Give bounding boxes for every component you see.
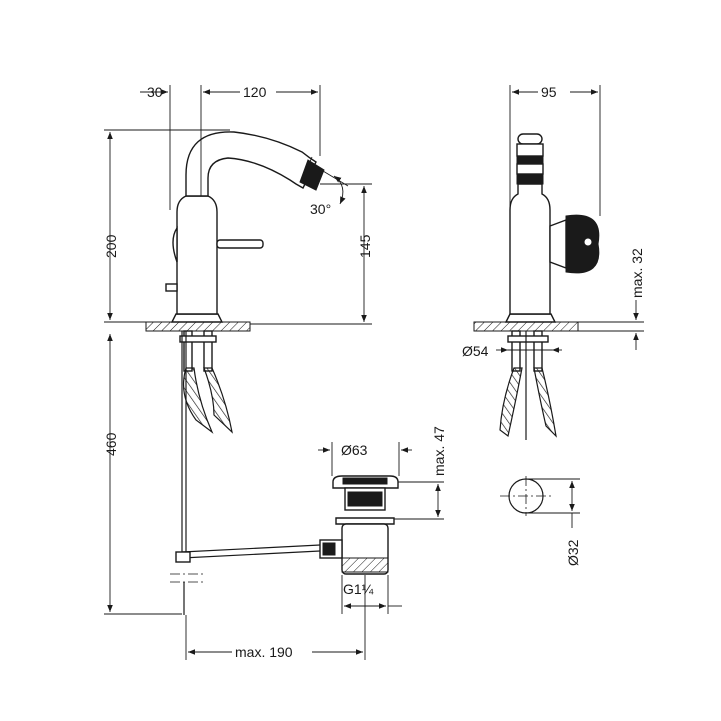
front-base-flange	[170, 313, 224, 323]
label-height-total: 200	[103, 234, 119, 258]
side-fixing-nut	[507, 335, 549, 343]
front-deck-section	[145, 321, 251, 332]
front-fixing-nut	[179, 335, 217, 343]
label-waste-thread: G1¼	[343, 581, 374, 597]
linkage-rod-top	[181, 544, 321, 553]
front-lever-handle	[216, 239, 264, 249]
linkage-clamp	[175, 551, 191, 563]
side-spout-ring-1	[516, 143, 544, 157]
label-side-width: 95	[541, 84, 557, 100]
front-lever-cap	[172, 225, 178, 263]
label-height-outlet: 145	[357, 234, 373, 258]
side-lever-indicator	[583, 237, 593, 247]
label-spout-offset: 30	[147, 84, 163, 100]
waste-washer	[335, 517, 395, 525]
dimension-labels: 30 120 95 30° G1¼ max. 190 Ø63 Ø54 200 1…	[103, 84, 645, 660]
waste-thread-section	[341, 557, 389, 573]
dim-arc-angle	[333, 175, 346, 205]
label-under-length: 460	[103, 432, 119, 456]
front-popup-knob	[165, 283, 178, 292]
side-aerator-band	[516, 155, 544, 165]
side-view	[473, 133, 600, 440]
side-hose-right	[533, 367, 557, 438]
front-hose-right	[203, 367, 233, 434]
label-rod-length: max. 190	[235, 644, 293, 660]
side-spout-ring-2	[516, 163, 544, 175]
side-lever-knob	[565, 214, 600, 274]
side-lever-neck	[549, 218, 567, 270]
label-waste-diameter: Ø63	[341, 442, 368, 458]
label-base-diameter: Ø54	[462, 343, 489, 359]
front-body	[176, 195, 218, 315]
front-hose-left	[183, 367, 214, 434]
side-hose-left	[499, 367, 523, 438]
label-spout-reach: 120	[243, 84, 267, 100]
angle-ref-line	[317, 167, 349, 187]
waste-assembly	[170, 475, 399, 615]
waste-plug-band	[342, 477, 388, 485]
label-deck-thickness: max. 32	[629, 248, 645, 298]
label-hole-diameter: Ø32	[565, 539, 581, 566]
side-spout-top	[517, 133, 543, 145]
hole-detail	[500, 476, 552, 516]
front-spout	[185, 131, 317, 197]
label-waste-height: max. 47	[431, 426, 447, 476]
side-deck-section	[473, 321, 579, 332]
waste-linkage-nut	[322, 542, 336, 556]
side-body	[509, 183, 551, 315]
linkage-rod-bottom	[181, 550, 321, 559]
dimension-lines	[104, 85, 644, 660]
side-base-flange	[504, 313, 557, 323]
label-tilt-angle: 30°	[310, 201, 331, 217]
waste-thread-dark	[347, 491, 383, 507]
front-aerator	[299, 159, 325, 191]
side-aerator-band-2	[516, 173, 544, 185]
front-view	[145, 131, 325, 555]
front-aerator-ring	[300, 156, 313, 184]
